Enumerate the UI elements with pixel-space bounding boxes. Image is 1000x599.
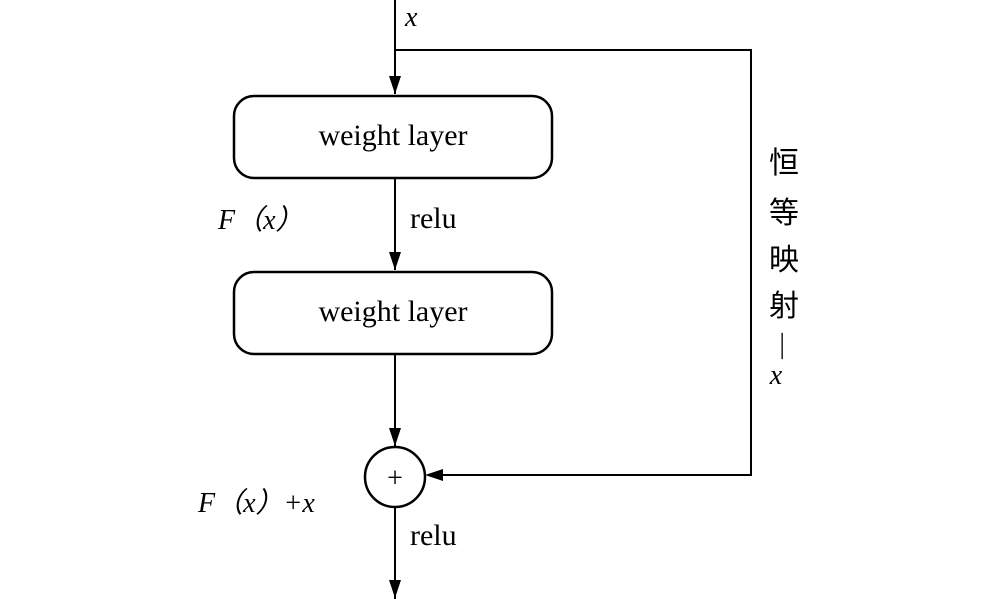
weight-layer-2-label: weight layer (318, 295, 467, 328)
sum-symbol: + (387, 463, 403, 494)
input-label: x (404, 2, 418, 33)
weight-layer-1: weight layer (232, 94, 554, 180)
fx-label: F（x） (217, 205, 304, 236)
relu-label-1: relu (410, 202, 457, 235)
sum-input-arrowhead (389, 428, 401, 446)
shortcut-label: 恒 等 映 射 — x (769, 146, 799, 391)
weight-layer-1-label: weight layer (318, 119, 467, 152)
shortcut-char-1: 恒 (769, 146, 799, 181)
output-arrowhead (389, 580, 401, 598)
shortcut-var: x (769, 360, 783, 391)
sum-label: F（x）+x (197, 488, 315, 519)
shortcut-dash: — (770, 332, 799, 360)
input-arrowhead (389, 76, 401, 94)
sum-node: + (363, 445, 427, 509)
shortcut-char-3: 映 (769, 243, 799, 278)
relu-arrowhead-1 (389, 252, 401, 270)
shortcut-char-2: 等 (769, 196, 799, 231)
shortcut-arrowhead (425, 469, 443, 481)
shortcut-char-4: 射 (769, 289, 799, 324)
weight-layer-2: weight layer (232, 270, 554, 356)
relu-label-2: relu (410, 519, 457, 552)
shortcut-path (395, 49, 752, 476)
